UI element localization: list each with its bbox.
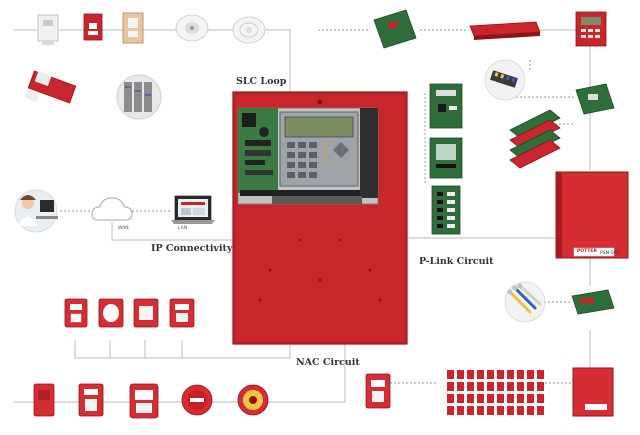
horn-strobe-ceiling-1 bbox=[98, 298, 124, 328]
ip-connectivity-label: IP Connectivity bbox=[151, 243, 233, 254]
fiber-cables bbox=[504, 281, 546, 323]
annunciator-cabinet-bottom bbox=[572, 367, 614, 417]
annunciator-grid bbox=[447, 370, 544, 415]
cloud-icon bbox=[91, 197, 133, 221]
laptop-icon bbox=[171, 195, 215, 224]
annunciator-module bbox=[447, 370, 454, 379]
annunciator-module bbox=[447, 382, 454, 391]
network-card-right bbox=[575, 83, 615, 115]
horn-strobe-wall-2 bbox=[169, 298, 195, 328]
heat-detector-icon bbox=[175, 14, 209, 42]
module-device-1 bbox=[37, 14, 59, 45]
power-supply-cabinet bbox=[555, 171, 629, 259]
ip-line bbox=[111, 222, 235, 241]
network-card-top bbox=[373, 9, 417, 49]
annunciator-module bbox=[457, 382, 464, 391]
nac-bottom-line bbox=[14, 330, 346, 403]
annunciator-module bbox=[477, 406, 484, 415]
annunciator-module bbox=[527, 406, 534, 415]
stacked-cards bbox=[509, 109, 561, 169]
speaker-strobe-bottom bbox=[129, 383, 159, 419]
annunciator-top-right bbox=[575, 11, 607, 47]
annunciator-module bbox=[447, 394, 454, 403]
relay-card-3 bbox=[431, 185, 461, 235]
relay-card-2 bbox=[429, 137, 463, 179]
annunciator-module bbox=[527, 382, 534, 391]
annunciator-module bbox=[487, 394, 494, 403]
nac-circuit-label: NAC Circuit bbox=[296, 357, 360, 368]
annunciator-module bbox=[457, 406, 464, 415]
annunciator-module bbox=[467, 382, 474, 391]
annunciator-module bbox=[497, 406, 504, 415]
main-control-panel bbox=[232, 91, 408, 345]
annunciator-module bbox=[467, 370, 474, 379]
horn-strobe-wall-1 bbox=[64, 298, 88, 328]
annunciator-module bbox=[477, 382, 484, 391]
annunciator-module bbox=[537, 382, 544, 391]
annunciator-module bbox=[517, 370, 524, 379]
horn-strobe-nac-center bbox=[365, 373, 391, 409]
slc-loop-label: SLC Loop bbox=[236, 76, 287, 87]
bell-icon bbox=[181, 384, 213, 416]
annunciator-module bbox=[457, 370, 464, 379]
annunciator-module bbox=[487, 370, 494, 379]
cabinet-model: PSN-106 bbox=[600, 251, 620, 256]
smoke-detector-icon bbox=[232, 16, 266, 44]
slc-loop-line bbox=[14, 29, 291, 92]
annunciator-module bbox=[537, 406, 544, 415]
annunciator-module bbox=[467, 406, 474, 415]
annunciator-module bbox=[487, 406, 494, 415]
lan-label: LAN bbox=[178, 226, 188, 231]
annunciator-module bbox=[497, 370, 504, 379]
annunciator-module bbox=[507, 394, 514, 403]
annunciator-module bbox=[517, 394, 524, 403]
annunciator-module bbox=[537, 370, 544, 379]
pull-station-icon bbox=[83, 13, 103, 41]
annunciator-module bbox=[487, 382, 494, 391]
cabinet-logo: POTTER bbox=[577, 249, 597, 254]
plink-circuit-label: P-Link Circuit bbox=[419, 256, 494, 267]
bell-yellow-icon bbox=[237, 384, 269, 416]
annunciator-module bbox=[517, 382, 524, 391]
annunciator-module bbox=[507, 382, 514, 391]
annunciator-module bbox=[497, 382, 504, 391]
annunciator-module bbox=[477, 370, 484, 379]
relay-card-1 bbox=[429, 83, 463, 129]
horn-strobe-bottom-2 bbox=[78, 383, 104, 417]
strobe-wall-white bbox=[133, 298, 159, 328]
annunciator-module bbox=[497, 394, 504, 403]
annunciator-module bbox=[507, 370, 514, 379]
annunciator-module bbox=[537, 394, 544, 403]
annunciator-module bbox=[527, 394, 534, 403]
horn-strobe-bottom-1 bbox=[33, 383, 55, 417]
module-device-2 bbox=[122, 12, 144, 44]
wan-label: WAN bbox=[118, 226, 129, 231]
server-rack-icon bbox=[116, 74, 162, 120]
annunciator-module bbox=[457, 394, 464, 403]
lcd-display bbox=[284, 116, 354, 138]
annunciator-module bbox=[467, 394, 474, 403]
user-at-computer-icon bbox=[14, 189, 58, 233]
duct-detector-icon bbox=[24, 70, 77, 104]
fiber-interface-card bbox=[571, 289, 615, 315]
fiber-connector-circle bbox=[484, 59, 526, 101]
plink-cards bbox=[429, 83, 463, 235]
annunciator-module bbox=[507, 406, 514, 415]
annunciator-module bbox=[517, 406, 524, 415]
annunciator-module bbox=[477, 394, 484, 403]
connection-lines bbox=[14, 29, 591, 403]
network-switch bbox=[469, 21, 541, 40]
annunciator-module bbox=[447, 406, 454, 415]
annunciator-module bbox=[527, 370, 534, 379]
